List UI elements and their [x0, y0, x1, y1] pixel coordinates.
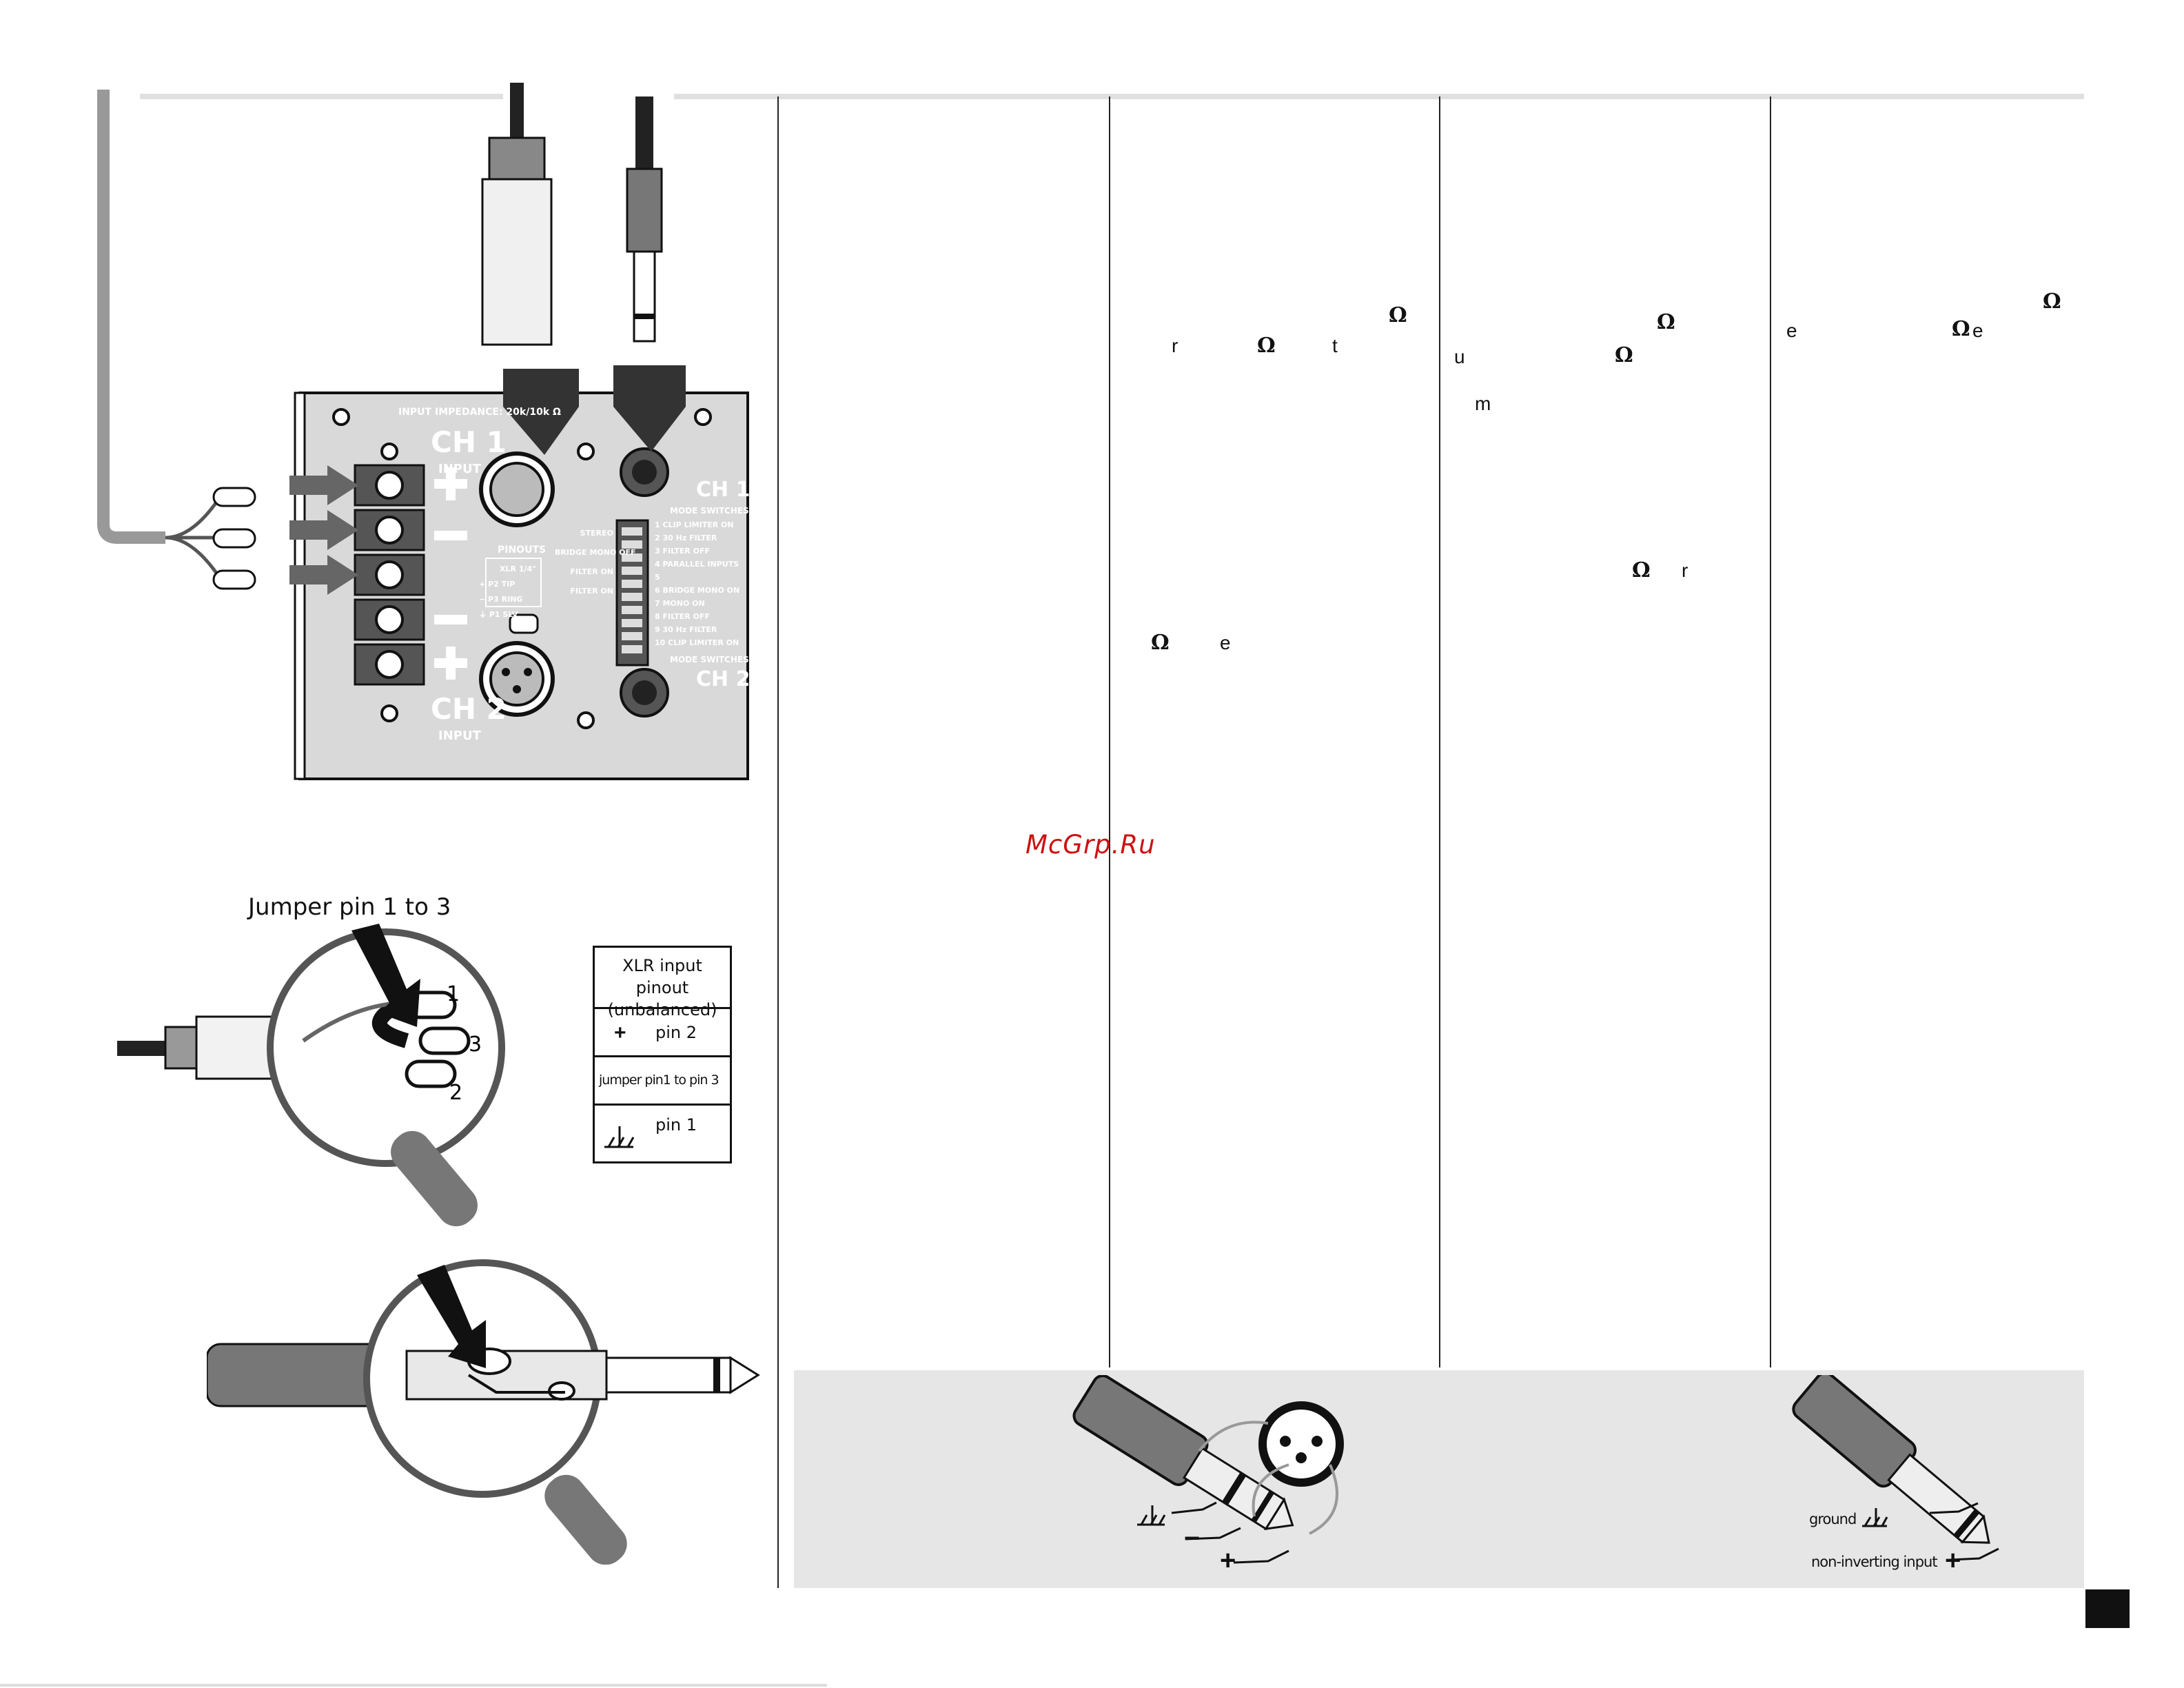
pinout-label: pin 1	[655, 1115, 697, 1135]
mode-label: FILTER ON	[570, 587, 613, 596]
switch-label: 8 FILTER OFF	[655, 612, 710, 621]
switch-label: 3 FILTER OFF	[655, 547, 710, 556]
ground-label: ground	[1809, 1511, 1857, 1527]
ground-icon	[1862, 1508, 1888, 1527]
panel-impedance: INPUT IMPEDANCE: 20k/10k Ω	[398, 407, 561, 418]
pinout-row: + P2 TIP	[479, 580, 516, 589]
page-marker	[2085, 1589, 2130, 1628]
switch-label: 2 30 Hz FILTER	[655, 533, 717, 542]
plus-symbol: +	[1220, 1545, 1236, 1576]
pinout-row-jumper: jumper pin1 to pin 3	[595, 1055, 730, 1106]
ground-icon	[604, 1126, 635, 1148]
pinout-row: ⏚ P1 SLV	[479, 610, 518, 619]
text-fragment: e	[1972, 320, 1983, 341]
panel-switch-labels: 1 CLIP LIMITER ON 2 30 Hz FILTER 3 FILTE…	[655, 518, 743, 649]
top-rule-right	[674, 94, 2084, 99]
svg-text:2: 2	[449, 1081, 462, 1105]
jumper-label: Jumper pin 1 to 3	[248, 893, 451, 921]
non-inverting-label: non-inverting input	[1811, 1554, 1938, 1570]
pinout-row-plus: + pin 2	[595, 1007, 730, 1057]
mode-label: STEREO	[580, 529, 613, 538]
omega-symbol: Ω	[1389, 303, 1407, 327]
ground-icon	[1137, 1505, 1166, 1526]
panel-ch2-input-sub: INPUT	[438, 729, 481, 743]
xlr-pinout-table: XLR input pinout (unbalanced) + pin 2 ju…	[593, 946, 732, 1163]
svg-text:1: 1	[447, 982, 460, 1006]
text-fragment: t	[1332, 335, 1338, 356]
terminal-strip-icons	[354, 464, 425, 686]
pinout-row: − P3 RING	[479, 595, 523, 604]
omega-symbol: Ω	[1657, 310, 1675, 334]
panel-screw-icons	[332, 408, 712, 729]
omega-symbol: Ω	[1632, 558, 1651, 582]
plus-symbol: +	[1945, 1545, 1961, 1576]
ts-plug-figure	[1792, 1375, 1999, 1561]
top-rule-left	[140, 94, 503, 99]
panel-pinouts: PINOUTS	[498, 545, 547, 556]
panel-left-labels: STEREO BRIDGE MONO OFF FILTER ON FILTER …	[555, 524, 636, 601]
omega-symbol: Ω	[1257, 334, 1276, 358]
omega-symbol: Ω	[1151, 631, 1170, 655]
column-rule-4	[1770, 96, 1771, 1367]
column-rule-2	[1109, 96, 1110, 1367]
spade-lug-icons	[212, 487, 256, 590]
arrow-icons	[289, 465, 358, 595]
switch-label: 7 MONO ON	[655, 599, 705, 608]
panel-ch2-mode: CH 2	[696, 667, 751, 691]
text-fragment: r	[1682, 560, 1688, 581]
switch-label: 9 30 Hz FILTER	[655, 625, 717, 634]
text-fragment: e	[1220, 632, 1231, 653]
pinout-header: XLR 1/4"	[500, 565, 536, 573]
pinout-title: XLR input pinout (unbalanced)	[607, 956, 717, 1019]
bottom-rule	[0, 1684, 827, 1687]
xlr-jumper-figure: 1 3 2	[117, 924, 505, 1227]
omega-symbol: Ω	[2043, 289, 2061, 314]
switch-label: 5	[655, 573, 660, 582]
trs-xlr-plug-figure	[1072, 1375, 1344, 1564]
text-fragment: m	[1475, 393, 1491, 414]
pinout-row-ground: pin 1	[595, 1104, 730, 1161]
panel-ch1-mode: CH 1	[696, 478, 751, 502]
minus-symbol: −	[1184, 1523, 1201, 1554]
switch-label: 10 CLIP LIMITER ON	[655, 638, 739, 647]
panel-ch2-input: CH 2	[431, 692, 507, 726]
panel-ch1-input-sub: INPUT	[438, 462, 481, 476]
column-rule-1	[777, 96, 779, 1588]
text-fragment: r	[1172, 335, 1178, 356]
switch-label: 6 BRIDGE MONO ON	[655, 586, 740, 595]
panel-ch2-mode-sub: MODE SWITCHES	[670, 655, 749, 664]
quarter-inch-plug-figure	[207, 1259, 760, 1565]
switch-label: 1 CLIP LIMITER ON	[655, 520, 734, 529]
text-fragment: e	[1786, 320, 1797, 341]
panel-pinout-table: XLR 1/4" + P2 TIP − P3 RING ⏚ P1 SLV	[479, 562, 536, 622]
text-fragment: u	[1454, 346, 1465, 367]
omega-symbol: Ω	[1615, 343, 1633, 367]
column-rule-3	[1439, 96, 1440, 1367]
mode-label: FILTER ON	[570, 567, 613, 576]
plus-symbol: +	[614, 1021, 626, 1044]
pinout-label: pin 2	[655, 1023, 697, 1042]
panel-ch1-input: CH 1	[431, 425, 507, 459]
svg-text:3: 3	[469, 1033, 482, 1057]
input-panel-figure	[97, 83, 749, 780]
mode-label: BRIDGE MONO OFF	[555, 548, 636, 557]
pinout-label: jumper pin1 to pin 3	[599, 1072, 720, 1088]
switch-label: 4 PARALLEL INPUTS	[655, 560, 739, 569]
watermark: McGrp.Ru	[1025, 830, 1156, 860]
panel-ch1-mode-sub: MODE SWITCHES	[670, 506, 749, 516]
omega-symbol: Ω	[1952, 317, 1970, 341]
